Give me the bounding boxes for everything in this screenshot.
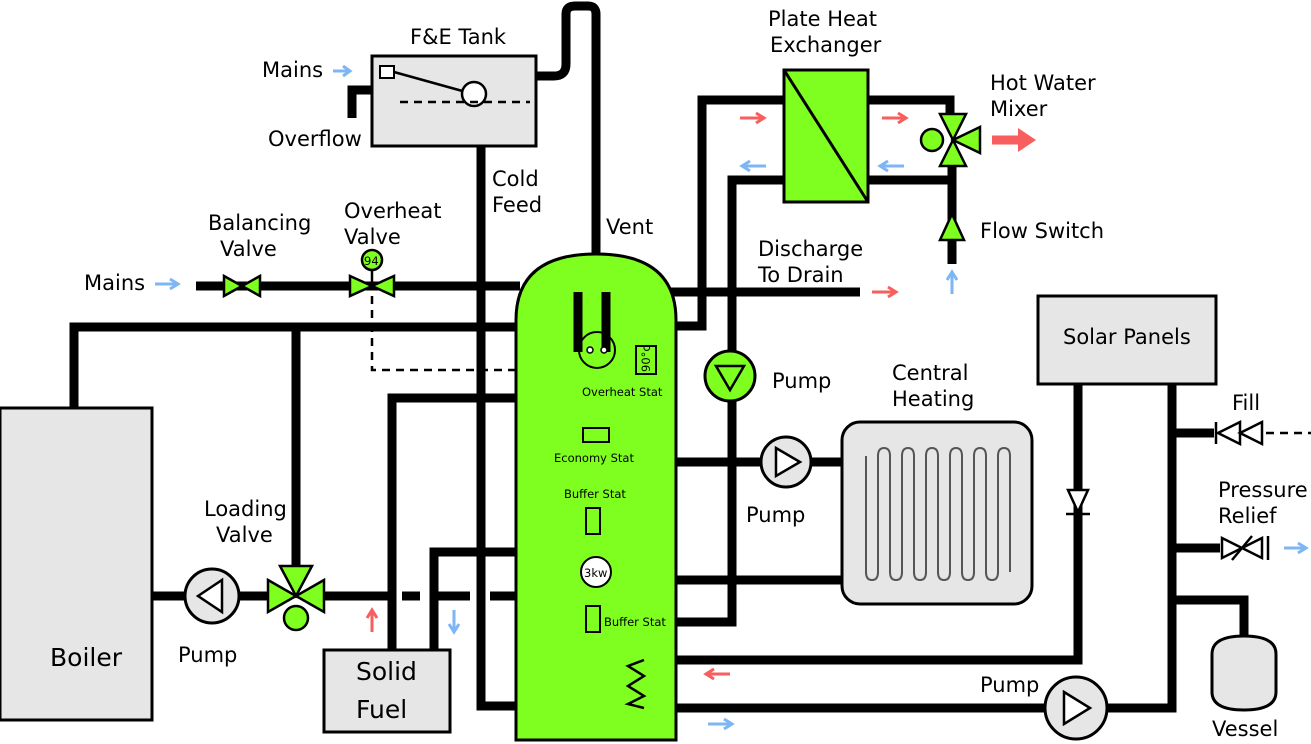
pressure-relief-label-2: Relief (1218, 504, 1277, 528)
discharge-label-1: Discharge (758, 237, 863, 261)
overheat-stat-setting: 90°c (639, 345, 653, 372)
solar-pump: Pump (980, 673, 1109, 741)
hx-pump-label: Pump (772, 369, 831, 393)
hx-pump: Pump (703, 349, 831, 403)
flow-switch-label: Flow Switch (980, 219, 1104, 243)
ch-pump-label: Pump (746, 503, 805, 527)
hot-water-mixer-label-2: Mixer (990, 97, 1048, 121)
cold-feed-pipe (476, 146, 520, 711)
central-heating-label-2: Heating (892, 387, 974, 411)
boiler-pump-label: Pump (178, 643, 237, 667)
overheat-stat-box (635, 345, 657, 375)
boiler-pump: Pump (178, 567, 241, 667)
flow-arrow-mains-left (155, 277, 181, 291)
solid-fuel: Solid Fuel (322, 648, 452, 734)
plate-heat-exchanger: Plate Heat Exchanger (768, 7, 882, 204)
fe-tank-label: F&E Tank (410, 25, 507, 49)
flow-arrow-hx-return (739, 159, 766, 173)
discharge-label-2: To Drain (757, 263, 844, 287)
mains-left-label: Mains (84, 271, 145, 295)
loading-valve-label-1: Loading (204, 497, 287, 521)
balancing-valve-label-2: Valve (220, 237, 277, 261)
hot-water-cylinder: 90°c Overheat Stat Economy Stat Buffer S… (514, 252, 678, 742)
loading-valve: Loading Valve (204, 497, 326, 632)
overheat-valve: 94 Overheat Valve (344, 199, 441, 298)
cold-feed-label-1: Cold (492, 167, 539, 191)
buffer-stat-box-2 (585, 605, 601, 633)
solar-coil (624, 658, 647, 710)
hot-water-mixer-label-1: Hot Water (990, 71, 1096, 95)
buffer-stat-label-2: Buffer Stat (604, 615, 666, 629)
overheat-valve-label-2: Valve (344, 225, 401, 249)
flow-arrow-solid-fuel-return (447, 610, 461, 635)
vessel-label: Vessel (1212, 717, 1278, 741)
boiler-label: Boiler (50, 643, 123, 672)
hx-secondary-out (868, 95, 955, 118)
vessel-branch (1172, 595, 1249, 636)
central-heating-label-1: Central (892, 361, 968, 385)
solar-panels: Solar Panels (1036, 294, 1218, 386)
flow-arrow-flow-switch (945, 269, 959, 294)
central-heating-radiator: Central Heating (840, 361, 1034, 606)
flow-arrow-mains-top (333, 64, 353, 78)
economy-stat-label: Economy Stat (554, 451, 634, 465)
flow-arrow-hx-flow (740, 111, 767, 125)
vent-label: Vent (606, 215, 653, 239)
solar-return-pipe (1106, 384, 1177, 713)
fill-valve: Fill (1214, 391, 1264, 447)
flow-arrow-mixer-out-head (1018, 128, 1036, 152)
flow-arrow-pressure-relief (1284, 541, 1309, 555)
flow-switch: Flow Switch (938, 211, 1104, 243)
solid-fuel-label-2: Fuel (356, 695, 407, 724)
flow-arrow-solid-fuel-flow (365, 607, 379, 632)
solid-fuel-label-1: Solid (356, 657, 417, 686)
balancing-valve-label-1: Balancing (208, 211, 311, 235)
radiator-fins (865, 446, 1011, 582)
overheat-sensor-line (370, 296, 568, 372)
solid-fuel-return-pipe (429, 547, 520, 650)
overheat-stat-label: Overheat Stat (582, 385, 663, 399)
solar-check-valve (1066, 488, 1090, 516)
flow-arrow-hx-sec-in (877, 159, 904, 173)
boiler: Boiler (0, 406, 154, 722)
vent-pipe (534, 1, 601, 260)
solar-panels-label: Solar Panels (1063, 325, 1191, 349)
flow-arrow-hx-sec-out (882, 111, 909, 125)
hot-water-mixer: Hot Water Mixer (919, 71, 1096, 168)
balancing-valve: Balancing Valve Mains (84, 211, 311, 299)
economy-stat-box (582, 427, 610, 443)
plate-hx-label-1: Plate Heat (768, 7, 877, 31)
overheat-stat-pocket (578, 331, 616, 369)
flow-arrow-solar-flow (703, 667, 730, 681)
flow-arrow-solar-return (708, 717, 735, 731)
ballcock-float (460, 80, 488, 108)
plate-hx-label-2: Exchanger (770, 33, 882, 57)
float-valve-inlet (379, 65, 395, 79)
pressure-relief-label-1: Pressure (1218, 478, 1308, 502)
loading-valve-label-2: Valve (216, 523, 273, 547)
mains-top-label: Mains (262, 58, 323, 82)
cold-feed-label-2: Feed (492, 193, 542, 217)
overheat-valve-label-1: Overheat (344, 199, 441, 223)
fill-label: Fill (1232, 391, 1260, 415)
immersion-label: 3kw (584, 566, 607, 580)
pressure-relief-valve: Pressure Relief (1218, 478, 1308, 561)
flow-arrow-discharge (872, 285, 899, 299)
ch-pump: Pump (746, 435, 813, 527)
solid-fuel-flow-pipe (387, 393, 520, 650)
overheat-valve-setting: 94 (364, 254, 379, 268)
fe-tank: F&E Tank Mains Overflow (262, 25, 538, 151)
buffer-stat-label-1: Buffer Stat (564, 487, 626, 501)
immersion-heater (580, 556, 612, 588)
overflow-pipe (347, 85, 372, 118)
solar-flow-pipe (644, 384, 1083, 665)
flow-arrows (155, 64, 1309, 731)
overflow-label: Overflow (268, 127, 362, 151)
expansion-vessel: Vessel (1210, 634, 1278, 741)
hx-flow-pipe (676, 95, 784, 331)
solar-pump-label: Pump (980, 673, 1039, 697)
buffer-stat-box-1 (585, 507, 601, 535)
